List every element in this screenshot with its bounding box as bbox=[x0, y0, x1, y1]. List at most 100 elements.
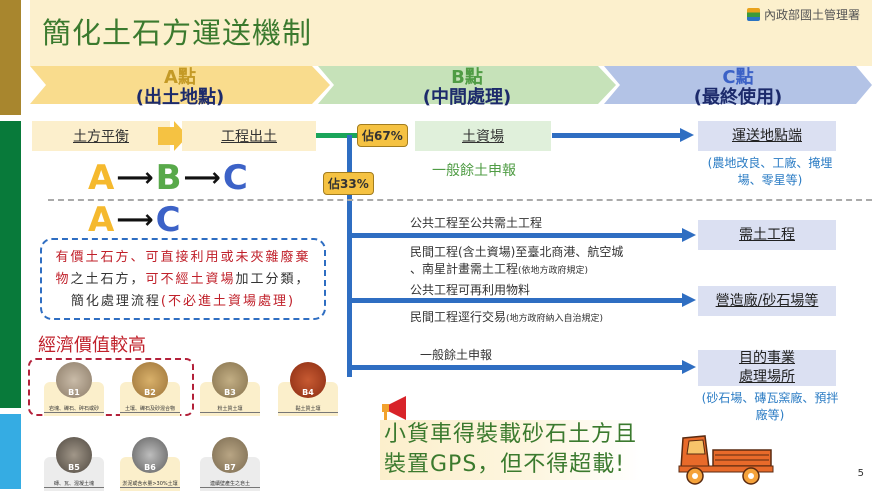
page-title: 簡化土石方運送機制 bbox=[42, 16, 313, 50]
stage-b-label: (中間處理) bbox=[422, 87, 512, 108]
arrowhead-icon bbox=[682, 360, 696, 374]
path-label-text: 、南星計畫需土工程 bbox=[410, 262, 519, 276]
route-letter-b: B bbox=[155, 158, 182, 198]
b-note: 一般餘土申報 bbox=[432, 163, 516, 179]
soil-photo bbox=[212, 437, 248, 473]
soil-b2: B2 土壤、礫石及砂混合物 bbox=[120, 362, 180, 424]
soil-code: B6 bbox=[144, 463, 156, 472]
soil-photo bbox=[56, 437, 92, 473]
soil-caption: 岩塊、礫石、碎石或砂 bbox=[44, 405, 104, 413]
side-bar-green bbox=[0, 121, 21, 408]
soil-code: B5 bbox=[68, 463, 80, 472]
path-label-small: (地方政府納入自治規定) bbox=[506, 314, 604, 324]
megaphone-icon bbox=[380, 396, 412, 426]
side-bar-gold bbox=[0, 0, 21, 115]
side-bar-blue bbox=[0, 414, 21, 489]
soil-b3: B3 粉土質土壤 bbox=[200, 362, 260, 424]
path-label-small: (依地方政府規定) bbox=[518, 266, 589, 276]
dest-processing-site: 目的事業 處理場所 bbox=[698, 350, 836, 386]
title-banner bbox=[30, 0, 872, 66]
arrowhead-icon bbox=[682, 228, 696, 242]
soil-caption: 淤泥或含水量>30%土壤 bbox=[120, 480, 180, 488]
agency-name: 內政部國土管理署 bbox=[763, 8, 860, 22]
soil-caption: 磚、瓦、混凝土塊 bbox=[44, 480, 104, 488]
step-earth-balance: 土方平衡 bbox=[32, 121, 170, 151]
dest-line-1: 目的事業 bbox=[739, 350, 795, 366]
route-letter-a: A bbox=[88, 158, 115, 198]
stage-c-letter: C點 bbox=[722, 67, 754, 88]
path-label-nanxing: 、南星計畫需土工程(依地方政府規定) bbox=[410, 260, 588, 277]
note-red-3: 可不經土資場 bbox=[145, 272, 236, 287]
arrowhead-icon bbox=[680, 128, 694, 142]
notice-line-2: 裝置GPS，但不得超載! bbox=[384, 452, 626, 477]
direct-route-note: 有價土石方、可直接利用或未夾雜廢棄物之土石方，可不經土資場加工分類，簡化處理流程… bbox=[40, 238, 326, 320]
soil-b4: B4 黏土質土壤 bbox=[278, 362, 338, 424]
step-arrow-icon bbox=[158, 121, 188, 155]
soil-code: B7 bbox=[224, 463, 236, 472]
section-divider bbox=[48, 199, 872, 201]
dest-soil-demand: 需土工程 bbox=[698, 220, 836, 250]
agency-logo-icon bbox=[746, 8, 760, 21]
soil-caption: 粉土質土壤 bbox=[200, 405, 260, 413]
soil-caption: 土壤、礫石及砂混合物 bbox=[120, 405, 180, 413]
page-number: 5 bbox=[857, 468, 864, 479]
trunk-line bbox=[347, 135, 352, 377]
arrowhead-icon bbox=[682, 293, 696, 307]
stage-b-letter: B點 bbox=[451, 67, 483, 88]
connector-green bbox=[316, 133, 360, 138]
soil-code: B2 bbox=[144, 388, 156, 397]
dest-line-2: 處理場所 bbox=[739, 369, 795, 385]
soil-b1: B1 岩塊、礫石、碎石或砂 bbox=[44, 362, 104, 424]
path-label-public: 公共工程至公共需土工程 bbox=[410, 216, 543, 230]
soil-photo bbox=[56, 362, 92, 398]
economic-value-heading: 經濟價值較高 bbox=[38, 335, 146, 356]
arrow-line-3 bbox=[352, 365, 684, 370]
badge-33-percent: 佔33% bbox=[323, 172, 374, 195]
dest-transport-end: 運送地點端 bbox=[698, 121, 836, 151]
stage-a-letter: A點 bbox=[164, 67, 196, 88]
economic-highlight-box bbox=[28, 358, 194, 416]
notice-line-1: 小貨車得裝載砂石土方且 bbox=[384, 422, 638, 447]
soil-photo bbox=[212, 362, 248, 398]
soil-b7: B7 連續壁產生之皂土 bbox=[200, 437, 260, 499]
truck-notice: 小貨車得裝載砂石土方且 裝置GPS，但不得超載! bbox=[380, 420, 642, 480]
soil-code: B1 bbox=[68, 388, 80, 397]
arrow-right-icon: ⟶ bbox=[183, 163, 221, 193]
dest-transport-note: (農地改良、工廠、掩埋場、零星等) bbox=[707, 156, 833, 187]
route-letter-c: C bbox=[155, 200, 181, 240]
soil-photo bbox=[132, 437, 168, 473]
path-label-text: 民間工程逕行交易 bbox=[410, 310, 507, 324]
note-text-2: 之土石方， bbox=[70, 272, 146, 287]
soil-caption: 黏土質土壤 bbox=[278, 405, 338, 413]
stage-a-chevron: A點 (出土地點) bbox=[30, 66, 330, 108]
badge-67-percent: 佔67% bbox=[357, 124, 408, 147]
soil-code: B4 bbox=[302, 388, 314, 397]
arrow-right-icon: ⟶ bbox=[116, 205, 154, 235]
note-red-5: (不必進土資場處理) bbox=[160, 294, 296, 309]
stage-c-label: (最終使用) bbox=[693, 87, 783, 108]
note-text-4: 加工分類，簡化處理流程 bbox=[70, 272, 311, 309]
dest-processing-note: (砂石場、磚瓦窯廠、預拌廠等) bbox=[701, 391, 839, 422]
route-ac: A ⟶ C bbox=[88, 200, 181, 240]
route-letter-a: A bbox=[88, 200, 115, 240]
soil-code: B3 bbox=[224, 388, 236, 397]
soil-b5: B5 磚、瓦、混凝土塊 bbox=[44, 437, 104, 499]
soil-b6: B6 淤泥或含水量>30%土壤 bbox=[120, 437, 180, 499]
arrow-line-top bbox=[552, 133, 682, 138]
soil-facility-box: 土資場 bbox=[415, 121, 551, 151]
note-red-1: 有價土石方、可直接利用或未夾雜廢棄物 bbox=[55, 250, 311, 287]
soil-photo bbox=[290, 362, 326, 398]
truck-icon bbox=[675, 428, 775, 490]
dest-construction-plant: 營造廠/砂石場等 bbox=[698, 286, 836, 316]
step-project-excavation: 工程出土 bbox=[182, 121, 316, 151]
path-label-private: 民間工程(含土資場)至臺北商港、航空城 bbox=[410, 245, 624, 259]
path-label-reusable: 公共工程可再利用物料 bbox=[410, 283, 531, 297]
path-label-private-trade: 民間工程逕行交易(地方政府納入自治規定) bbox=[410, 308, 603, 325]
stage-a-label: (出土地點) bbox=[135, 87, 225, 108]
stage-c-chevron: C點 (最終使用) bbox=[604, 66, 872, 108]
stage-b-chevron: B點 (中間處理) bbox=[318, 66, 616, 108]
soil-caption: 連續壁產生之皂土 bbox=[200, 480, 260, 488]
soil-photo bbox=[132, 362, 168, 398]
route-letter-c: C bbox=[222, 158, 248, 198]
agency-brand: 內政部國土管理署 bbox=[746, 6, 860, 23]
